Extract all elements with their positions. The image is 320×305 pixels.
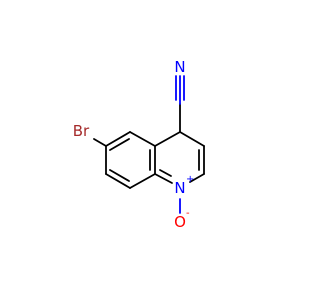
atom-oxide-o-label: O [174,213,186,231]
bond-c7-c8 [105,173,131,189]
atom-nitrile-n-label: N [174,58,185,76]
structure-drawing: N Br N + O - [73,58,205,231]
atom-bromine-label: Br [73,122,90,140]
structure-canvas: N Br N + O - [73,58,205,231]
atom-ring-n-label: N [174,179,185,197]
atom-ring-n-charge: + [186,174,194,185]
bond-c4a-c5 [129,131,156,147]
bond-n1-c8a [154,173,173,184]
bond-c2-n1 [189,173,205,183]
bond-n1-c8a-inner [159,169,172,177]
bond-c5-c6-inner [109,138,130,151]
bond-c4-c3 [179,131,205,147]
bond-c4a-c4 [154,131,181,147]
bond-c7-c8-inner [109,169,130,182]
bond-c5-c6 [105,131,131,147]
bond-c8-c8a [129,173,156,189]
bond-c6-br [93,138,107,147]
atom-oxide-o-charge: - [186,208,190,219]
